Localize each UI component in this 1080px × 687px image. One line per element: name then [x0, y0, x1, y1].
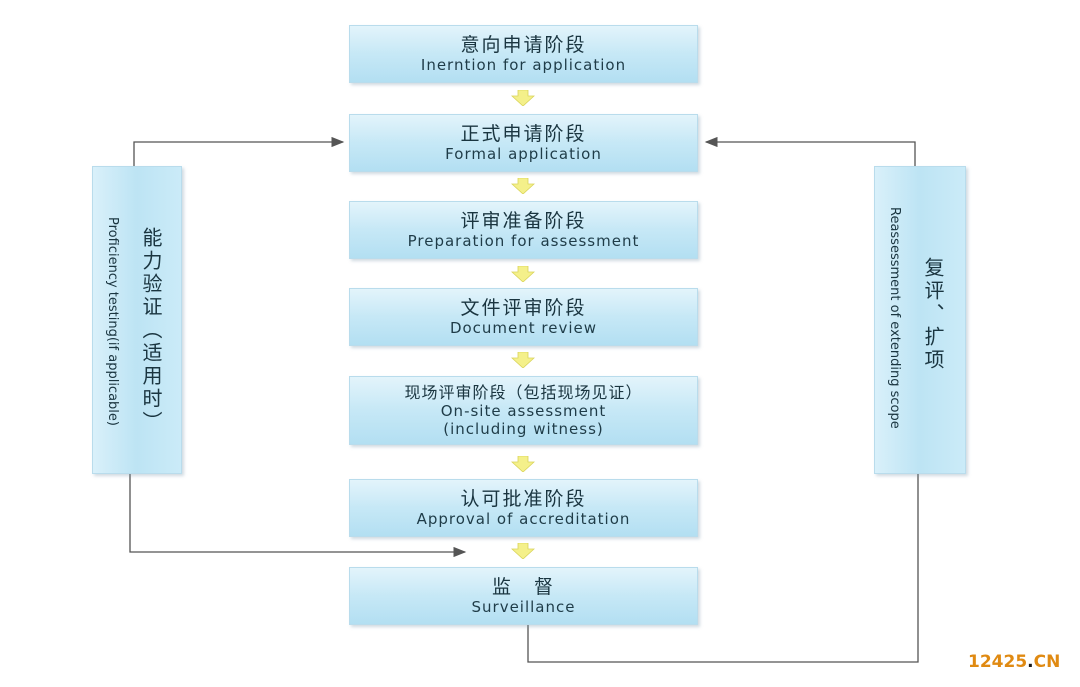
- stage-label-en: Formal application: [445, 145, 602, 163]
- stage-preparation-assessment: 评审准备阶段 Preparation for assessment: [349, 201, 698, 259]
- right-loop-line-bottom: [527, 473, 919, 663]
- down-arrow-icon: [511, 178, 535, 194]
- stage-label-cn: 监 督: [491, 576, 555, 598]
- left-loop-line-top: [133, 136, 345, 166]
- stage-label-en: Approval of accreditation: [416, 510, 631, 528]
- down-arrow-icon: [511, 90, 535, 106]
- reassessment-box: Reassessment of extending scope 复评、扩项: [874, 166, 966, 474]
- stage-label-en: Inerntion for application: [420, 56, 627, 74]
- stage-surveillance: 监 督 Surveillance: [349, 567, 698, 625]
- stage-label-cn: 现场评审阶段（包括现场见证）: [404, 383, 643, 402]
- stage-label-cn: 文件评审阶段: [460, 297, 587, 319]
- stage-label-en: Document review: [449, 319, 598, 337]
- down-arrow-icon: [511, 456, 535, 472]
- stage-formal-application: 正式申请阶段 Formal application: [349, 114, 698, 172]
- stage-label-en: Surveillance: [471, 598, 576, 616]
- proficiency-testing-label-cn: 能力验证（适用时）: [139, 227, 163, 434]
- stage-label-en: Preparation for assessment: [407, 232, 640, 250]
- stage-approval-accreditation: 认可批准阶段 Approval of accreditation: [349, 479, 698, 537]
- right-loop-line-top: [704, 136, 916, 166]
- left-loop-line-bottom: [129, 473, 467, 558]
- stage-label-cn: 评审准备阶段: [460, 210, 587, 232]
- stage-label-cn: 认可批准阶段: [460, 488, 587, 510]
- reassessment-label-cn: 复评、扩项: [921, 257, 945, 372]
- stage-label-en-line2: (including witness): [443, 420, 604, 438]
- stage-onsite-assessment: 现场评审阶段（包括现场见证） On-site assessment (inclu…: [349, 376, 698, 445]
- site-watermark: 12425.CN: [968, 652, 1061, 672]
- stage-label-cn: 意向申请阶段: [460, 34, 587, 56]
- reassessment-label-en: Reassessment of extending scope: [887, 207, 902, 429]
- down-arrow-icon: [511, 352, 535, 368]
- stage-label-en: On-site assessment: [440, 402, 607, 420]
- stage-label-cn: 正式申请阶段: [460, 123, 587, 145]
- stage-document-review: 文件评审阶段 Document review: [349, 288, 698, 346]
- proficiency-testing-label-en: Proficiency testing(if applicable): [105, 217, 120, 426]
- stage-intention-application: 意向申请阶段 Inerntion for application: [349, 25, 698, 83]
- down-arrow-icon: [511, 543, 535, 559]
- proficiency-testing-box: 能力验证（适用时） Proficiency testing(if applica…: [92, 166, 182, 474]
- down-arrow-icon: [511, 266, 535, 282]
